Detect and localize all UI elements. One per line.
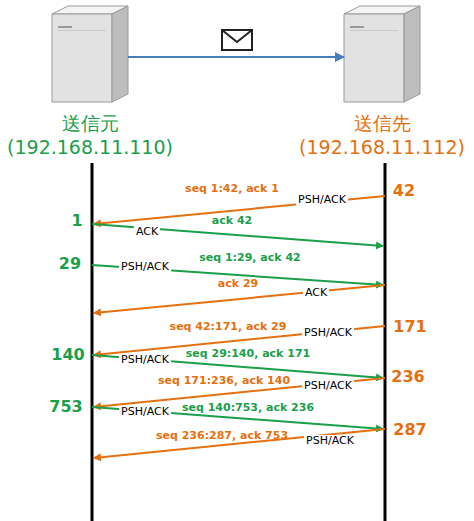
sequence-number: 287 (393, 421, 426, 439)
ip-address: (192.168.11.112) (299, 136, 465, 158)
message-arrow (94, 429, 385, 458)
packet-flag: PSH/ACK (304, 435, 356, 447)
seq-ack-label: ack 42 (212, 215, 252, 227)
envelope-icon (222, 30, 252, 50)
packet-flag: PSH/ACK (302, 327, 354, 339)
seq-ack-label: seq 29:140, ack 171 (186, 348, 310, 360)
sequence-number: 140 (51, 346, 84, 364)
server-node: 送信先(192.168.11.112) (342, 4, 422, 104)
seq-ack-label: seq 1:29, ack 42 (199, 252, 300, 264)
host-name: 送信元 (62, 112, 119, 134)
packet-flag: PSH/ACK (302, 380, 354, 392)
transfer-arrow (128, 56, 344, 58)
host-name: 送信先 (354, 112, 411, 134)
packet-flag: PSH/ACK (119, 406, 171, 418)
seq-ack-label: seq 1:42, ack 1 (185, 183, 279, 195)
sequence-number: 236 (391, 368, 424, 386)
sequence-number: 753 (49, 398, 82, 416)
sequence-number: 42 (393, 182, 415, 200)
server-node: 送信元(192.168.11.110) (50, 4, 130, 104)
ip-address: (192.168.11.110) (7, 136, 173, 158)
sequence-number: 171 (393, 318, 426, 336)
seq-ack-label: seq 140:753, ack 236 (182, 402, 314, 414)
sequence-number: 1 (71, 212, 82, 230)
seq-ack-label: seq 42:171, ack 29 (170, 321, 287, 333)
packet-flag: PSH/ACK (119, 354, 171, 366)
packet-flag: PSH/ACK (119, 261, 171, 273)
seq-ack-label: seq 171:236, ack 140 (158, 375, 290, 387)
message-arrow (92, 224, 383, 246)
packet-flag: ACK (134, 226, 160, 238)
server-icon (50, 4, 130, 104)
seq-ack-label: seq 236:287, ack 753 (156, 430, 288, 442)
server-icon (342, 4, 422, 104)
packet-flag: PSH/ACK (296, 194, 348, 206)
seq-ack-label: ack 29 (218, 278, 258, 290)
sequence-number: 29 (59, 255, 81, 273)
lifeline (91, 163, 94, 521)
lifeline (384, 163, 387, 521)
packet-flag: ACK (303, 287, 329, 299)
